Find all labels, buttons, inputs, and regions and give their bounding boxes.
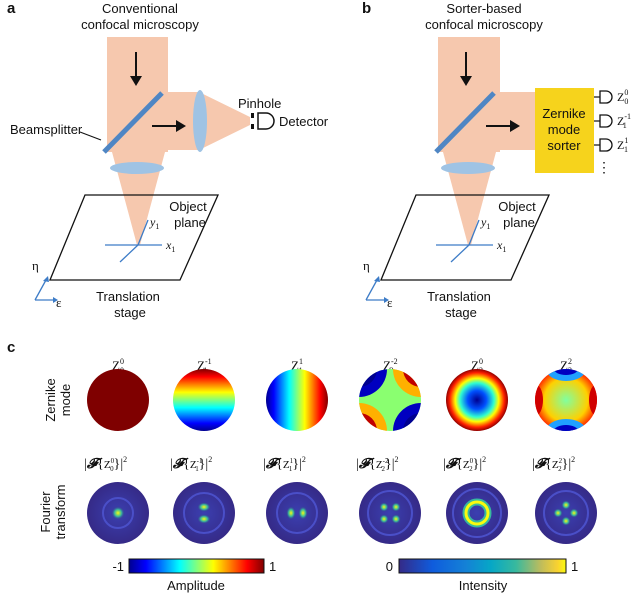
intensity-label: Intensity (459, 578, 508, 593)
panel-a-title-line1: Conventional (102, 1, 178, 16)
intensity-min: 0 (386, 559, 393, 574)
zernike-disc-z1m1 (173, 369, 235, 431)
detector-icon (599, 90, 613, 104)
eta-label: η (32, 258, 39, 273)
x1-axis-label-b: x1 (496, 238, 506, 254)
amplitude-colorbar (128, 558, 265, 574)
panel-c: c Zernike mode Fourier transform Z00 Z-1… (7, 339, 597, 593)
stage-label-line1: Translation (96, 289, 160, 304)
panel-a-letter: a (7, 0, 16, 17)
panel-b-title-line1: Sorter-based (446, 1, 521, 16)
fourier-disc-z20 (446, 482, 508, 544)
panel-c-letter: c (7, 339, 15, 356)
amplitude-max: 1 (269, 559, 276, 574)
panel-a-title-line2: confocal microscopy (81, 17, 199, 32)
detector-icon (257, 112, 275, 130)
stage-label-line1-b: Translation (427, 289, 491, 304)
beamsplitter-icon-b (434, 91, 496, 154)
row-label-zernike-line2: mode (58, 384, 73, 417)
amplitude-min: -1 (112, 559, 124, 574)
detector-label: Detector (279, 114, 329, 129)
object-plane-label-line2: plane (174, 215, 206, 230)
pinhole-label: Pinhole (238, 96, 281, 111)
focusing-beam-to-pinhole (199, 92, 250, 150)
intensity-colorbar (398, 558, 567, 574)
object-plane-b (380, 194, 551, 281)
intensity-max: 1 (571, 559, 578, 574)
output-ellipsis: ⋮ (597, 159, 611, 175)
eta-label-b: η (363, 258, 370, 273)
horizontal-beam-b (468, 92, 536, 150)
zernike-mode-sorter (535, 88, 594, 173)
object-plane-label-line2-b: plane (503, 215, 535, 230)
fourier-disc-z00 (87, 482, 149, 544)
fourier-disc-z11 (266, 482, 328, 544)
detector-icon (599, 138, 613, 152)
sorter-label-line3: sorter (547, 138, 581, 153)
pinhole-icon (251, 113, 254, 118)
zernike-disc-z11 (266, 369, 328, 431)
fourier-disc-z2m2 (359, 482, 421, 544)
fourier-disc-z1m1 (173, 482, 235, 544)
amplitude-label: Amplitude (167, 578, 225, 593)
zernike-disc-z00 (87, 369, 149, 431)
sorter-label-line2: mode (548, 122, 581, 137)
epsilon-label-b: ε (387, 295, 393, 310)
stage-label-line2-b: stage (445, 305, 477, 320)
focusing-beam-to-object (112, 152, 165, 245)
epsilon-label: ε (56, 295, 62, 310)
object-plane (49, 194, 220, 281)
row-label-fourier-line2: transform (53, 485, 68, 540)
y1-axis-label: y1 (149, 215, 159, 231)
row-label-zernike-line1: Zernike (43, 378, 58, 421)
fourier-disc-z22 (535, 482, 597, 544)
object-plane-label-line1: Object (169, 199, 207, 214)
objective-lens-icon (110, 162, 164, 174)
panel-b-title-line2: confocal microscopy (425, 17, 543, 32)
panel-a: a Conventional confocal microscopy Beams… (7, 0, 329, 320)
zernike-disc-z20 (446, 369, 508, 431)
beamsplitter-label: Beamsplitter (10, 122, 83, 137)
y1-axis-label-b: y1 (480, 215, 490, 231)
stage-label-line2: stage (114, 305, 146, 320)
panel-b-letter: b (362, 0, 371, 17)
horizontal-beam (137, 92, 199, 150)
row-label-fourier-line1: Fourier (38, 491, 53, 533)
sorter-label-line1: Zernike (542, 106, 585, 121)
detector-icon (599, 114, 613, 128)
focusing-beam-to-object-b (443, 152, 496, 245)
detection-lens-icon (193, 90, 207, 152)
zernike-disc-z22 (535, 369, 597, 431)
beamsplitter-icon (102, 91, 164, 154)
objective-lens-icon-b (441, 162, 495, 174)
x1-axis-label: x1 (165, 238, 175, 254)
object-plane-label-line1-b: Object (498, 199, 536, 214)
panel-b: b Sorter-based confocal microscopy Zerni… (362, 0, 631, 320)
